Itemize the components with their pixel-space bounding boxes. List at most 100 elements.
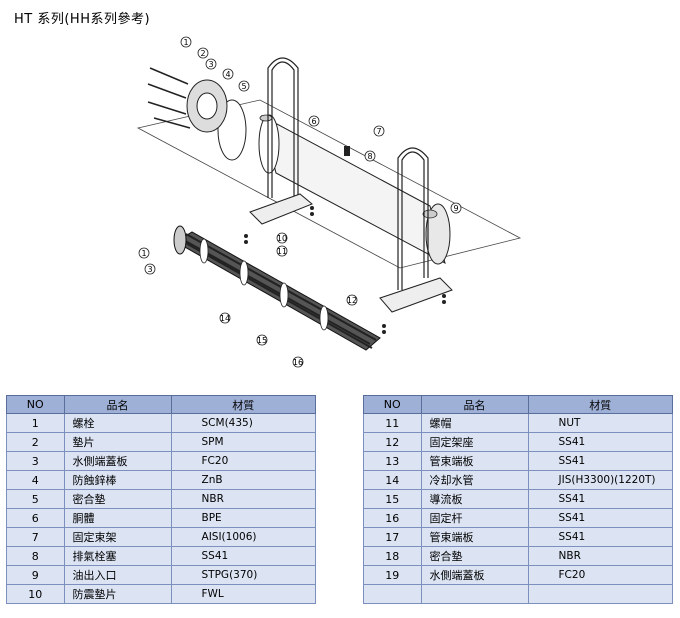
svg-text:12: 12: [347, 296, 357, 305]
cell-name: 防震墊片: [63, 584, 172, 604]
cell-name: 螺栓: [63, 413, 172, 433]
cell-no: 19: [363, 565, 422, 585]
mounting-feet: [249, 193, 453, 313]
cell-name: 防蝕鋅棒: [63, 470, 172, 490]
svg-text:1: 1: [183, 38, 188, 47]
cell-no: 15: [363, 489, 422, 509]
cell-material: SPM: [170, 432, 317, 452]
svg-text:3: 3: [208, 60, 213, 69]
header-material: 材質: [170, 395, 317, 414]
cell-no: 14: [363, 470, 422, 490]
support-straps: [267, 57, 429, 290]
cell-name: 冷却水管: [420, 470, 529, 490]
table-row: [363, 584, 674, 604]
cell-material: ZnB: [170, 470, 317, 490]
cell-name: 水側端蓋板: [63, 451, 172, 471]
cell-name: 排氣栓塞: [63, 546, 172, 566]
cell-name: 密合墊: [420, 546, 529, 566]
end-cover-assembly: [147, 67, 247, 161]
svg-text:15: 15: [257, 336, 267, 345]
cell-material: [527, 584, 674, 604]
cell-name: 導流板: [420, 489, 529, 509]
cell-no: 7: [6, 527, 65, 547]
cell-material: FC20: [527, 565, 674, 585]
cell-no: 16: [363, 508, 422, 528]
svg-text:10: 10: [277, 234, 287, 243]
cell-name: 油出入口: [63, 565, 172, 585]
cell-material: BPE: [170, 508, 317, 528]
header-name: 品名: [63, 395, 172, 414]
cell-name: 水側端蓋板: [420, 565, 529, 585]
cell-no: 5: [6, 489, 65, 509]
header-no: NO: [363, 395, 422, 414]
cell-name: [420, 584, 529, 604]
header-name: 品名: [420, 395, 529, 414]
cell-material: SS41: [527, 527, 674, 547]
cell-no: 13: [363, 451, 422, 471]
callout-markers: [138, 36, 462, 368]
svg-text:16: 16: [293, 358, 303, 367]
cell-material: NBR: [170, 489, 317, 509]
cell-name: 螺帽: [420, 413, 529, 433]
cell-material: NBR: [527, 546, 674, 566]
cell-no: [363, 584, 422, 604]
cell-no: 4: [6, 470, 65, 490]
cell-no: 11: [363, 413, 422, 433]
cell-material: SS41: [527, 489, 674, 509]
cell-material: SS41: [170, 546, 317, 566]
svg-text:3: 3: [147, 265, 152, 274]
cell-name: 胴體: [63, 508, 172, 528]
cell-no: 6: [6, 508, 65, 528]
cell-no: 8: [6, 546, 65, 566]
cell-no: 17: [363, 527, 422, 547]
cell-no: 18: [363, 546, 422, 566]
svg-text:9: 9: [453, 204, 458, 213]
cell-material: FC20: [170, 451, 317, 471]
cell-no: 2: [6, 432, 65, 452]
foot-bolts: [244, 146, 446, 334]
cell-name: 固定束架: [63, 527, 172, 547]
cell-material: SCM(435): [170, 413, 317, 433]
cell-name: 密合墊: [63, 489, 172, 509]
header-no: NO: [6, 395, 65, 414]
page-title: HT 系列(HH系列參考): [14, 12, 151, 27]
cell-material: NUT: [527, 413, 674, 433]
cell-material: SS41: [527, 432, 674, 452]
svg-text:6: 6: [311, 117, 316, 126]
svg-text:2: 2: [200, 49, 205, 58]
cell-no: 1: [6, 413, 65, 433]
cell-no: 9: [6, 565, 65, 585]
tube-bundle: [173, 225, 381, 351]
cell-material: JIS(H3300)(1220T): [527, 470, 674, 490]
svg-text:7: 7: [376, 127, 381, 136]
cell-no: 12: [363, 432, 422, 452]
svg-text:8: 8: [367, 152, 372, 161]
cell-name: 固定架座: [420, 432, 529, 452]
cell-name: 墊片: [63, 432, 172, 452]
cell-no: 3: [6, 451, 65, 471]
cell-name: 管束端板: [420, 451, 529, 471]
exploded-diagram: 1 2 3 4 5 6 7 8 9 10 11 12 1 3 14 15 16: [136, 36, 522, 368]
cell-material: SS41: [527, 508, 674, 528]
cell-name: 管束端板: [420, 527, 529, 547]
svg-text:11: 11: [277, 247, 287, 256]
